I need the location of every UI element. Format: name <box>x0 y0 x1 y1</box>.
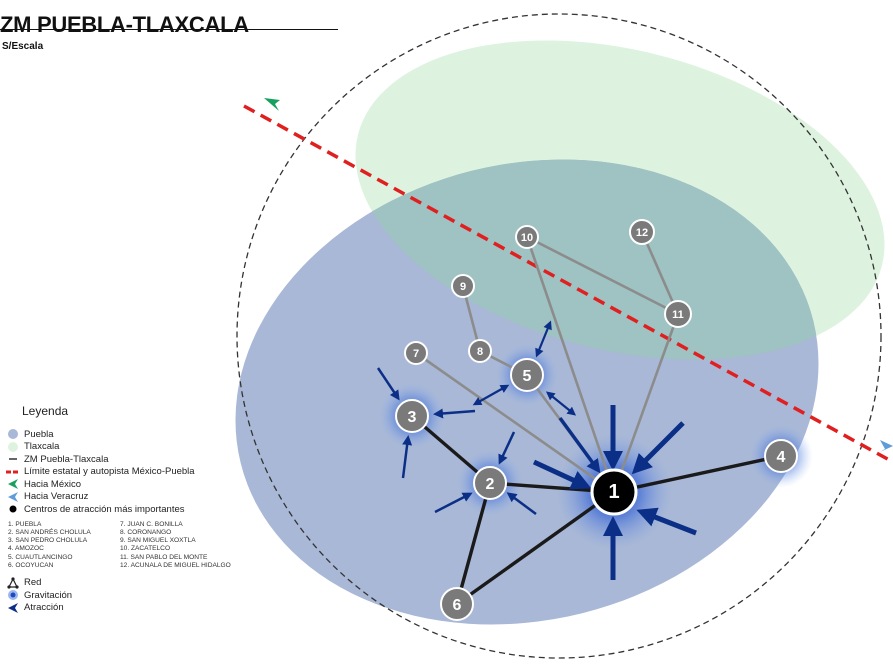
red-dashed-line-icon <box>6 467 20 477</box>
attraction-arrow <box>545 391 577 416</box>
attraction-arrow <box>401 435 413 479</box>
center-node-2[interactable]: 2 <box>473 466 507 500</box>
centers-column-2: 7. JUAN C. BONILLA 8. CORONANGO 9. SAN M… <box>120 520 231 569</box>
center-node-9[interactable]: 9 <box>451 274 475 298</box>
green-arrow-icon <box>6 479 20 490</box>
legend-item-boundary: Límite estatal y autopista México-Puebla <box>6 466 256 479</box>
black-dot-icon <box>6 504 20 514</box>
state-boundary-line <box>243 104 893 464</box>
dashed-line-icon <box>6 454 20 464</box>
center-node-8[interactable]: 8 <box>468 339 492 363</box>
puebla-swatch-icon <box>6 429 20 440</box>
center-node-11[interactable]: 11 <box>664 300 692 328</box>
legend-item-to-mexico: Hacia México <box>6 478 256 491</box>
legend-title: Leyenda <box>22 404 69 418</box>
center-label-11: 11 <box>672 309 684 321</box>
legend-item-gravitation: Gravitación <box>6 589 256 602</box>
network-icon <box>6 576 20 589</box>
attraction-arrow <box>376 367 400 401</box>
center-label-8: 8 <box>477 346 483 358</box>
attraction-arrow <box>434 492 473 514</box>
center-node-3[interactable]: 3 <box>395 399 429 433</box>
attraction-arrow <box>532 459 592 490</box>
attraction-arrow <box>558 416 601 474</box>
center-node-10[interactable]: 10 <box>515 225 539 249</box>
center-node-5[interactable]: 5 <box>510 358 544 392</box>
network-edge-3-2 <box>410 414 492 485</box>
legend-item-tlaxcala: Tlaxcala <box>6 441 256 454</box>
gravitation-icon <box>6 590 20 601</box>
center-label-1: 1 <box>608 481 619 503</box>
attraction-arrow <box>631 421 685 475</box>
to-mexico-arrow-icon <box>264 98 280 111</box>
zm-boundary-circle <box>236 13 882 659</box>
center-label-12: 12 <box>636 227 648 239</box>
network-edge-10-1 <box>525 236 616 493</box>
network-edge-1-6 <box>456 490 615 606</box>
attraction-arrow <box>498 431 516 465</box>
to-veracruz-arrow-icon <box>880 440 893 452</box>
legend-item-zm: ZM Puebla-Tlaxcala <box>6 453 256 466</box>
network-edge-7-1 <box>415 351 615 494</box>
center-label-5: 5 <box>523 368 532 385</box>
centers-list: 1. PUEBLA 2. SAN ANDRÉS CHOLULA 3. SAN P… <box>6 521 256 571</box>
center-label-2: 2 <box>486 476 495 493</box>
center-node-4[interactable]: 4 <box>764 439 798 473</box>
attraction-arrow <box>535 320 552 358</box>
legend-item-centers: Centros de atracción más importantes <box>6 503 256 516</box>
center-label-6: 6 <box>453 597 462 614</box>
center-label-10: 10 <box>521 232 533 244</box>
tlaxcala-swatch-icon <box>6 441 20 452</box>
center-node-7[interactable]: 7 <box>404 341 428 365</box>
title-underline <box>0 29 338 30</box>
symbol-legend: Red Gravitación Atracción <box>6 576 256 614</box>
center-label-4: 4 <box>777 449 786 466</box>
attraction-arrow <box>636 507 697 536</box>
network-edge-2-6 <box>455 482 492 605</box>
network-edge-11-1 <box>612 313 680 493</box>
network-edge-12-11 <box>640 231 680 315</box>
center-node-12[interactable]: 12 <box>629 219 655 245</box>
center-node-1[interactable]: 1 <box>590 468 638 516</box>
map-title: ZM PUEBLA-TLAXCALA <box>0 12 249 37</box>
network-edge-10-11 <box>526 235 679 316</box>
legend-item-network: Red <box>6 576 256 589</box>
scale-note: S/Escala <box>2 41 44 52</box>
attraction-arrow <box>472 384 510 406</box>
legend-item-to-veracruz: Hacia Veracruz <box>6 491 256 504</box>
centers-column-1: 1. PUEBLA 2. SAN ANDRÉS CHOLULA 3. SAN P… <box>8 520 91 569</box>
center-label-3: 3 <box>408 409 417 426</box>
legend-item-attraction: Atracción <box>6 601 256 614</box>
center-node-6[interactable]: 6 <box>440 587 474 621</box>
attraction-arrow <box>433 408 476 419</box>
blue-arrow-icon <box>6 491 20 502</box>
attraction-arrow <box>506 492 537 516</box>
attraction-arrow-icon <box>6 602 20 613</box>
center-label-9: 9 <box>460 281 466 293</box>
network-edge-1-4 <box>613 454 782 494</box>
legend: Leyenda Puebla Tlaxcala ZM Puebla-Tlaxca… <box>6 404 256 614</box>
legend-item-puebla: Puebla <box>6 428 256 441</box>
center-label-7: 7 <box>413 348 419 360</box>
